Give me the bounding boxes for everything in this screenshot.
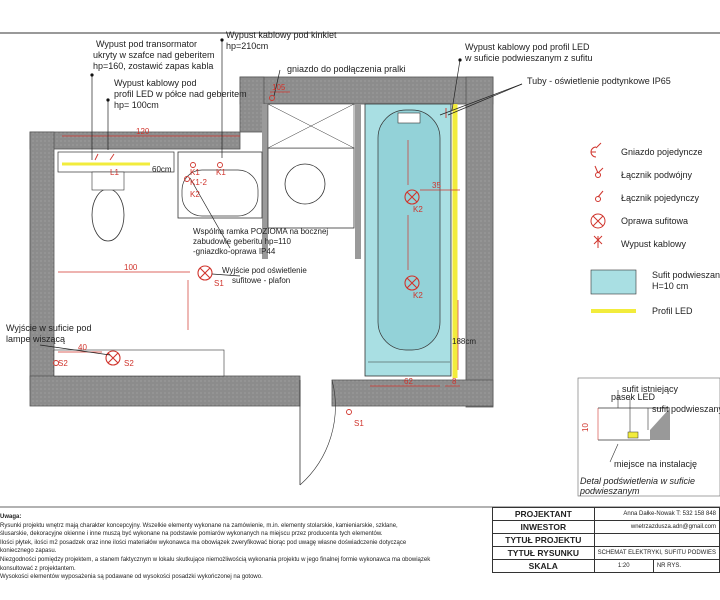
title-block-label: INWESTOR <box>492 520 595 534</box>
legend: Gniazdo pojedyncze Łącznik podwójny Łącz… <box>590 142 720 316</box>
plan-annotations: Wypust pod transormator ukryty w szafce … <box>6 30 671 428</box>
svg-text:K2: K2 <box>413 291 423 300</box>
svg-text:Łącznik pojedynczy: Łącznik pojedynczy <box>621 193 700 203</box>
svg-text:Wypust pod transormator: Wypust pod transormator <box>96 39 197 49</box>
svg-text:Wypust kablowy: Wypust kablowy <box>621 239 686 249</box>
svg-text:H=10 cm: H=10 cm <box>652 281 688 291</box>
title-block-value <box>593 533 720 547</box>
svg-text:S1: S1 <box>214 279 224 288</box>
svg-text:gniazdo do podłączenia pralki: gniazdo do podłączenia pralki <box>287 64 406 74</box>
walls <box>29 76 494 408</box>
svg-text:100: 100 <box>124 263 138 272</box>
title-block-label: TYTUŁ PROJEKTU <box>492 533 595 547</box>
note-line: konsultować z projektantem. <box>0 565 76 572</box>
svg-text:zabudowie geberitu hp=110: zabudowie geberitu hp=110 <box>193 237 291 246</box>
notes-block: Uwaga: Rysunki projektu wnętrz mają char… <box>0 513 492 582</box>
svg-text:lampe wiszącą: lampe wiszącą <box>6 334 65 344</box>
svg-text:8: 8 <box>452 377 457 386</box>
svg-text:hp=210cm: hp=210cm <box>226 41 268 51</box>
svg-text:sufitowe - plafon: sufitowe - plafon <box>232 276 290 285</box>
title-block-value: wnetrzazdusza.adn@gmail.com <box>593 520 720 534</box>
note-line: Niezgodności pomiędzy projektem, a stane… <box>0 556 431 563</box>
soffit-detail: 10 sufit istniejący pasek LED sufit podw… <box>577 377 720 497</box>
svg-text:Detal podświetlenia w suficie: Detal podświetlenia w suficie <box>580 476 695 486</box>
svg-text:Sufit podwieszany: Sufit podwieszany <box>652 270 720 280</box>
svg-text:Oprawa sufitowa: Oprawa sufitowa <box>621 216 688 226</box>
svg-text:podwieszanym: podwieszanym <box>579 486 640 496</box>
svg-text:Wyjście pod oświetlenie: Wyjście pod oświetlenie <box>222 266 307 275</box>
title-block-label: TYTUŁ RYSUNKU <box>492 546 595 560</box>
svg-text:35: 35 <box>432 181 441 190</box>
title-block-value: Anna Dałke-Nowak T: 532 158 848 <box>593 507 720 521</box>
svg-text:K1-2: K1-2 <box>190 178 207 187</box>
svg-text:hp= 100cm: hp= 100cm <box>114 100 159 110</box>
svg-text:pasek LED: pasek LED <box>611 392 656 402</box>
svg-text:Łącznik podwójny: Łącznik podwójny <box>621 170 693 180</box>
svg-text:10: 10 <box>581 423 590 432</box>
note-line: Ilości płytek, ilości m2 posadzek oraz i… <box>0 539 407 546</box>
svg-text:Wypust kablowy pod profil LED: Wypust kablowy pod profil LED <box>465 42 590 52</box>
note-line: Wysokości elementów wyposażenia są podaw… <box>0 574 263 581</box>
svg-text:K2: K2 <box>413 205 423 214</box>
scale-value: 1:20 <box>593 559 654 573</box>
svg-text:Tuby - oświetlenie podtynkowe: Tuby - oświetlenie podtynkowe IP65 <box>527 76 671 86</box>
svg-text:profil LED w półce nad geberit: profil LED w półce nad geberitem <box>114 89 247 99</box>
svg-text:60cm: 60cm <box>152 165 172 174</box>
note-line: koniecznego zapasu. <box>0 548 57 555</box>
svg-text:Wspólna ramka POZIOMA na boczn: Wspólna ramka POZIOMA na bocznej <box>193 227 328 236</box>
note-line: ślusarskie, dekoracyjne okienne i inne m… <box>0 531 383 538</box>
svg-text:w suficie podwieszanym z sufit: w suficie podwieszanym z sufitu <box>464 53 593 63</box>
svg-text:K1: K1 <box>190 168 200 177</box>
svg-text:Wyjście w suficie pod: Wyjście w suficie pod <box>6 323 91 333</box>
svg-text:L1: L1 <box>110 168 119 177</box>
svg-text:sufit istniejący: sufit istniejący <box>622 384 679 394</box>
svg-text:Wypust kablowy pod: Wypust kablowy pod <box>114 78 196 88</box>
svg-text:K2: K2 <box>190 190 200 199</box>
svg-text:105: 105 <box>272 83 286 92</box>
svg-text:S2: S2 <box>124 359 134 368</box>
svg-text:K1: K1 <box>216 168 226 177</box>
svg-text:Wypust kablowy pod kinkiet: Wypust kablowy pod kinkiet <box>226 30 337 40</box>
scale-label: SKALA <box>492 559 595 573</box>
title-block-label: PROJEKTANT <box>492 507 595 521</box>
svg-text:188cm: 188cm <box>452 337 476 346</box>
svg-text:S2: S2 <box>58 359 68 368</box>
note-line: Rysunki projektu wnętrz mają charakter k… <box>0 522 398 529</box>
svg-text:Profil LED: Profil LED <box>652 306 693 316</box>
svg-text:ukryty w szafce nad geberitem: ukryty w szafce nad geberitem <box>93 50 215 60</box>
svg-text:62: 62 <box>404 377 413 386</box>
svg-text:Gniazdo pojedyncze: Gniazdo pojedyncze <box>621 147 703 157</box>
title-block-value: SCHEMAT ELEKTRYKI, SUFITU PODWIES <box>593 546 720 560</box>
svg-text:S1: S1 <box>354 419 364 428</box>
svg-text:hp=160, zostawić zapas kabla: hp=160, zostawić zapas kabla <box>93 61 213 71</box>
svg-text:40: 40 <box>78 343 87 352</box>
svg-text:sufit podwieszany: sufit podwieszany <box>652 404 720 414</box>
svg-text:120: 120 <box>136 127 150 136</box>
svg-text:miejsce na instalację: miejsce na instalację <box>614 459 697 469</box>
sheet-number-label: NR RYS. <box>652 559 720 573</box>
note-line: Uwaga: <box>0 514 22 520</box>
svg-text:-gniazdko-oprawa IP44: -gniazdko-oprawa IP44 <box>193 247 276 256</box>
